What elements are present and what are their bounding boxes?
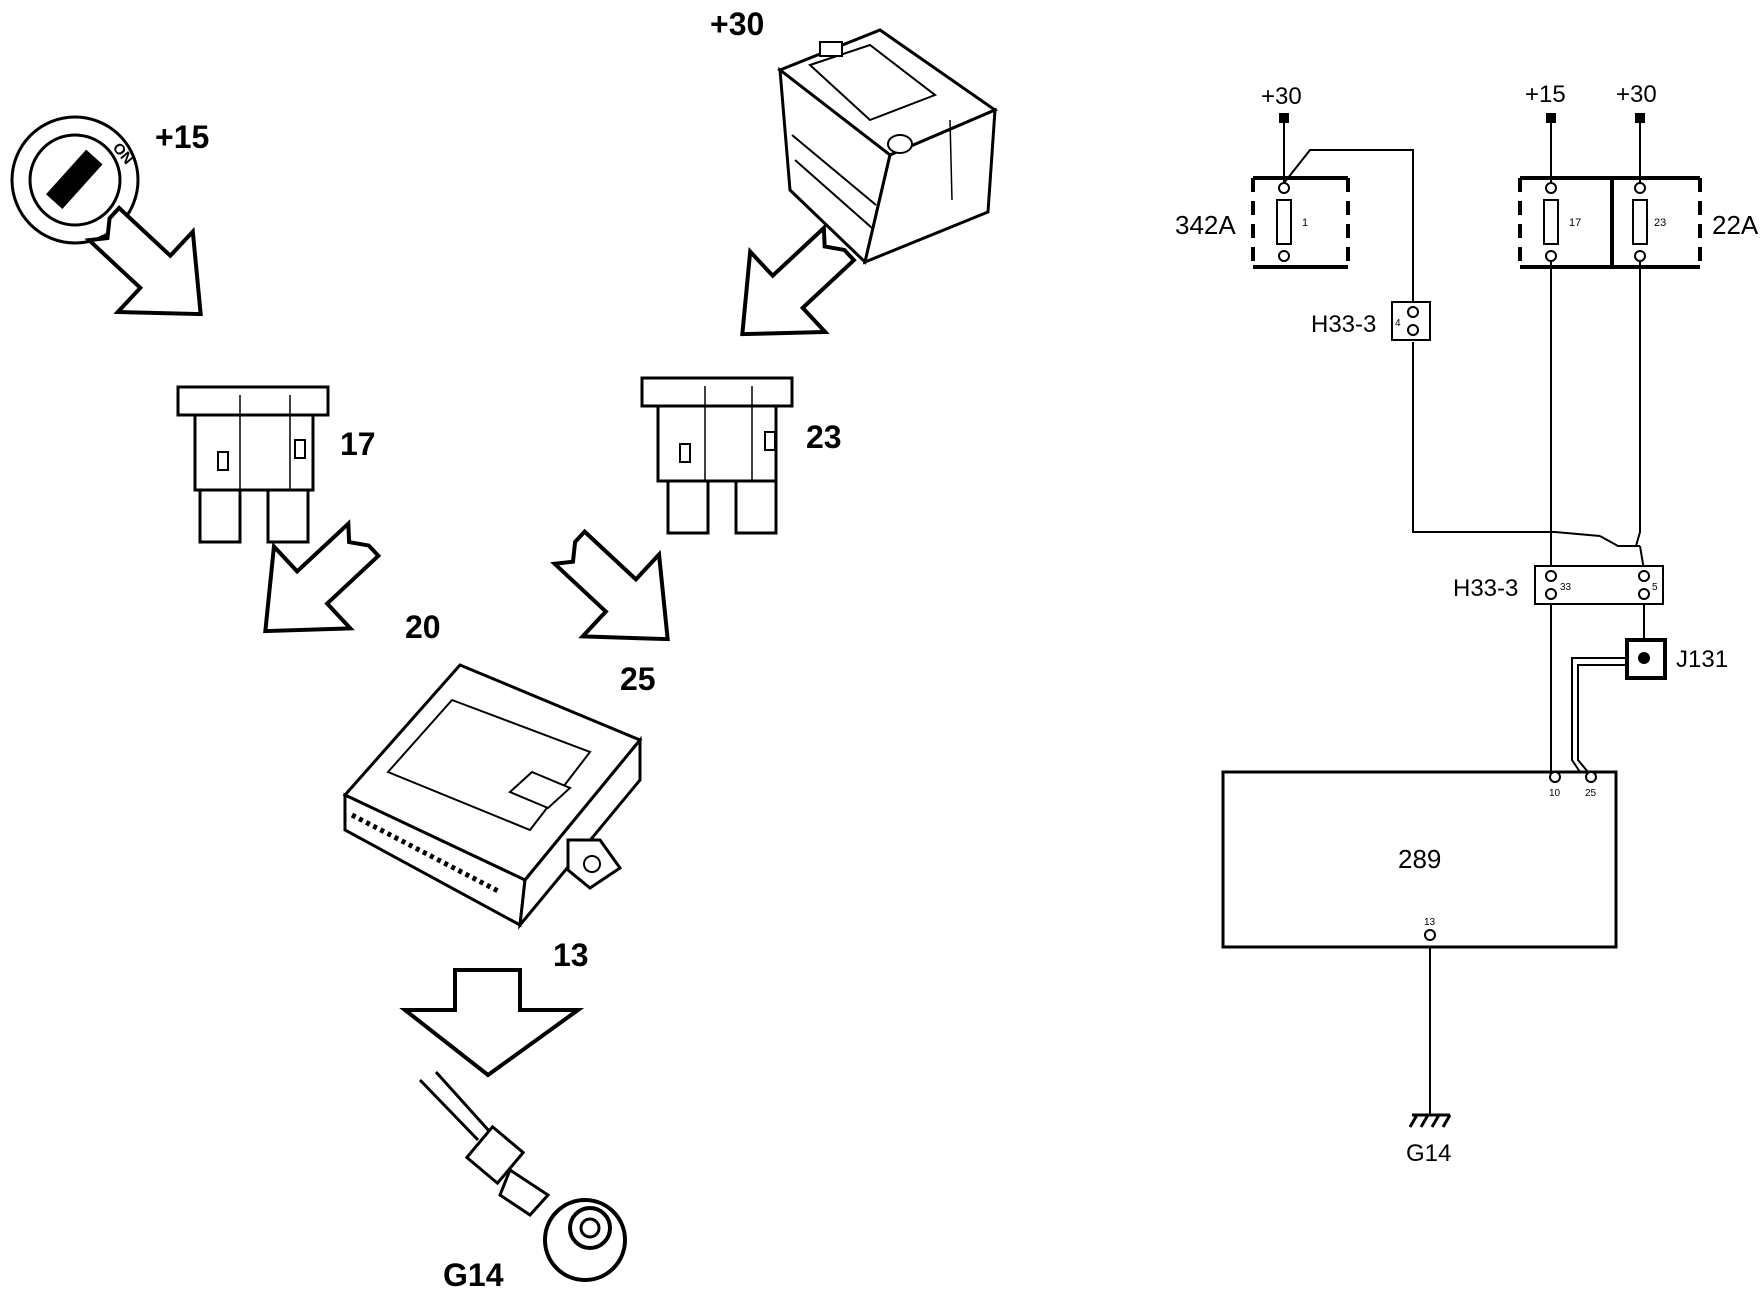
supply-terminal-mid (1546, 113, 1556, 123)
arrow-unit-to-ground (399, 968, 585, 1078)
connector-h33-3-upper-pin: 4 (1395, 318, 1401, 329)
supply-30-right: +30 (1616, 81, 1657, 108)
arrow-20-label: 20 (405, 609, 441, 645)
arrow-fuse23-to-unit (550, 528, 670, 642)
module-289 (1221, 770, 1618, 949)
fuse-box-342a (1251, 176, 1350, 269)
arrow-25-label: 25 (620, 661, 656, 697)
fuse-23-icon (640, 376, 794, 535)
fuse-17-schematic-icon (1543, 123, 1559, 262)
ignition-supply-label: +15 (155, 119, 209, 155)
fuse-1-number: 1 (1302, 217, 1308, 229)
ground-symbol-icon (1408, 1113, 1452, 1128)
module-pin-13: 13 (1424, 917, 1436, 928)
module-289-label: 289 (1398, 844, 1441, 874)
ignition-switch-icon: ON (10, 115, 140, 245)
junction-j131 (1625, 638, 1667, 680)
arrow-ignition-to-fuse (84, 205, 203, 317)
fuse-box-342a-label: 342A (1175, 210, 1236, 240)
fuse-23-label: 23 (806, 419, 842, 455)
fuse-17-label: 17 (340, 426, 376, 462)
battery-supply-label: +30 (710, 6, 764, 42)
wiring (1283, 149, 1645, 1115)
connector-h33-3-lower-label: H33-3 (1453, 575, 1518, 602)
connector-h33-3-upper-label: H33-3 (1311, 311, 1376, 338)
fuse-17-icon (176, 385, 330, 544)
fuse-box-22a-label: 22A (1712, 210, 1759, 240)
fuse-17-number: 17 (1569, 217, 1581, 229)
ground-schematic-label: G14 (1406, 1140, 1451, 1167)
supply-15-mid: +15 (1525, 81, 1566, 108)
supply-terminal-right (1635, 113, 1645, 123)
ground-illustration-label: G14 (443, 1257, 504, 1293)
control-unit-icon (342, 663, 643, 930)
battery-icon (777, 28, 999, 265)
supply-30-left: +30 (1261, 83, 1302, 110)
junction-j131-label: J131 (1676, 646, 1728, 673)
supply-terminal-left (1279, 113, 1289, 123)
connector-h33-3-lower-pin-33: 33 (1560, 582, 1572, 593)
control-unit-label: 13 (553, 937, 589, 973)
connector-h33-3-upper (1391, 301, 1431, 341)
module-pin-10: 10 (1549, 788, 1561, 799)
connector-h33-3-lower-pin-5: 5 (1652, 582, 1658, 593)
fuse-23-number: 23 (1654, 217, 1666, 229)
ground-terminal-icon (418, 1070, 627, 1282)
arrow-battery-to-fuse (740, 223, 857, 337)
fuse-1-icon (1276, 123, 1292, 262)
module-pin-25: 25 (1585, 788, 1597, 799)
connector-h33-3-lower (1534, 565, 1664, 605)
arrow-fuse17-to-unit (263, 519, 382, 634)
fuse-23-schematic-icon (1632, 123, 1648, 262)
